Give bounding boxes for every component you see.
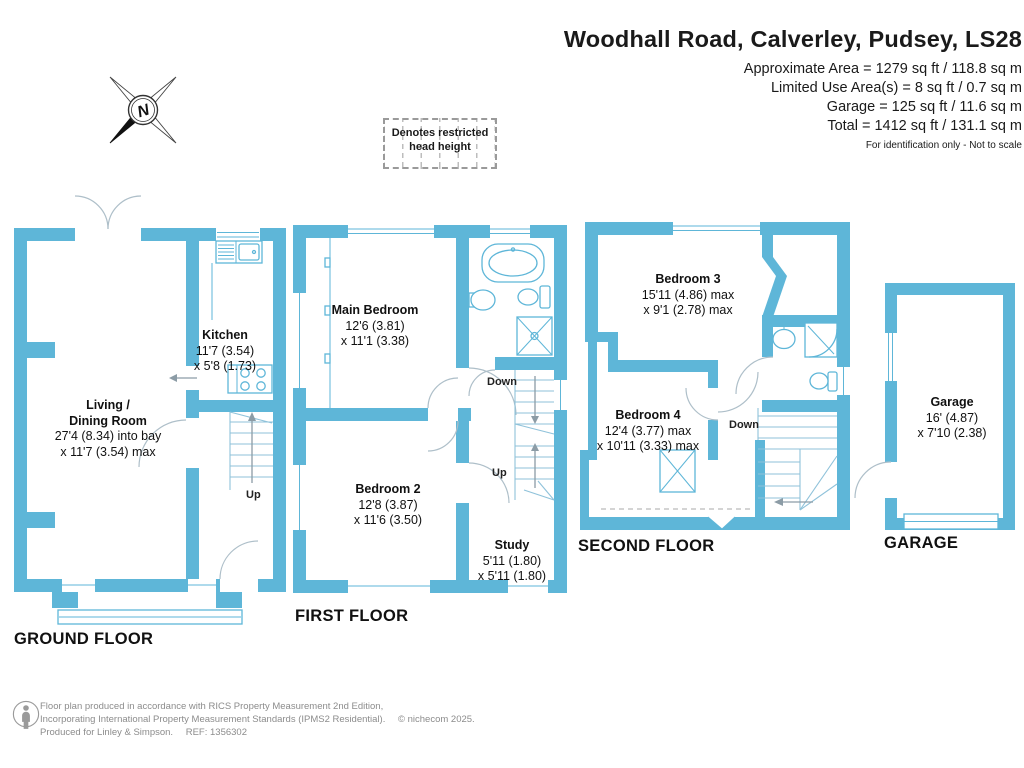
corner-shower-icon	[804, 322, 838, 358]
bedroom2-label: Bedroom 2 12'8 (3.87) x 11'6 (3.50)	[313, 482, 463, 529]
living-dining-room-label: Living / Dining Room 27'4 (8.34) into ba…	[28, 398, 188, 460]
room-name: Study	[494, 538, 530, 552]
kitchen-label: Kitchen 11'7 (3.54) x 5'8 (1.73)	[180, 328, 270, 375]
limited-use-area: Limited Use Area(s) = 8 sq ft / 0.7 sq m	[770, 80, 1022, 96]
footer: Floor plan produced in accordance with R…	[12, 698, 475, 738]
stairs-up-label: Up	[492, 467, 507, 479]
second-walls	[580, 222, 850, 530]
room-dim: x 11'6 (3.50)	[353, 513, 423, 527]
footer-copyright: © nichecom 2025.	[397, 714, 475, 725]
first-openings	[293, 225, 567, 593]
room-dim: 12'8 (3.87)	[358, 497, 418, 512]
sink-icon	[772, 327, 796, 350]
bathtub-icon	[481, 243, 545, 283]
room-dim: 12'4 (3.77) max	[604, 423, 692, 438]
staircase	[229, 411, 273, 490]
room-name: Dining Room	[69, 413, 147, 428]
bedroom3-label: Bedroom 3 15'11 (4.86) max x 9'1 (2.78) …	[613, 272, 763, 319]
garage-openings	[885, 333, 897, 381]
room-dim: 11'7 (3.54)	[195, 343, 255, 358]
sink-drainer-icon	[215, 240, 263, 264]
main-bedroom-label: Main Bedroom 12'6 (3.81) x 11'1 (3.38)	[300, 303, 450, 350]
footer-standards: Incorporating International Property Mea…	[40, 714, 386, 725]
room-dim: x 9'1 (2.78) max	[643, 303, 733, 317]
person-icon	[12, 700, 40, 729]
restricted-head-height-legend: Denotes restricted head height	[383, 118, 497, 169]
room-name: Bedroom 2	[355, 482, 421, 496]
ground-floor-plan	[14, 195, 286, 625]
garage-label: Garage 16' (4.87) x 7'10 (2.38)	[877, 395, 1024, 442]
wardrobe-line	[324, 238, 331, 408]
door-arcs	[685, 356, 774, 421]
stairs-up-label: Up	[246, 489, 261, 501]
staircase	[757, 408, 838, 511]
room-dim: x 7'10 (2.38)	[917, 426, 987, 440]
stairs-down-label: Down	[729, 419, 759, 431]
total-area: Total = 1412 sq ft / 131.1 sq m	[827, 118, 1022, 134]
room-dim: x 10'11 (3.33) max	[596, 439, 700, 453]
room-name: Kitchen	[202, 328, 248, 342]
room-name: Bedroom 4	[615, 408, 681, 422]
toilet-icon	[809, 371, 838, 392]
room-name: Main Bedroom	[331, 303, 419, 317]
first-floor-plan	[293, 225, 567, 593]
room-dim: x 11'7 (3.54) max	[60, 444, 156, 459]
room-dim: 5'11 (1.80)	[482, 553, 542, 568]
door-arc	[854, 461, 892, 499]
footer-produced-for: Produced for Linley & Simpson.	[40, 727, 174, 738]
compass-north-letter: N	[135, 101, 152, 121]
entrance-door-arc	[219, 540, 259, 580]
skylight	[659, 449, 696, 493]
scale-disclaimer: For identification only - Not to scale	[865, 140, 1022, 151]
page-title: Woodhall Road, Calverley, Pudsey, LS28	[563, 26, 1022, 52]
french-doors	[74, 195, 142, 230]
ground-openings	[62, 228, 260, 592]
garage-door	[903, 513, 999, 530]
room-name: Living /	[86, 398, 130, 412]
passage-arrow	[169, 374, 197, 382]
second-floor-plan	[580, 222, 850, 530]
legend-text: Denotes restricted head height	[391, 127, 489, 153]
garage-plan	[854, 283, 1015, 530]
staircase	[514, 370, 555, 501]
compass-north-icon: N	[109, 76, 177, 144]
room-name: Bedroom 3	[655, 272, 721, 286]
door-arc	[138, 419, 187, 468]
shower-icon	[516, 316, 553, 356]
footer-ref: REF: 1356302	[185, 727, 247, 738]
sink-icon	[468, 289, 496, 311]
hob-icon	[227, 364, 273, 394]
ground-floor-title: GROUND FLOOR	[14, 630, 154, 648]
room-dim: x 5'8 (1.73)	[193, 359, 257, 373]
approximate-area: Approximate Area = 1279 sq ft / 118.8 sq…	[743, 61, 1022, 77]
footer-line2: Incorporating International Property Mea…	[40, 713, 680, 726]
room-dim: 16' (4.87)	[925, 410, 979, 425]
toilet-icon	[517, 285, 551, 309]
first-floor-title: FIRST FLOOR	[295, 607, 409, 625]
garage-area: Garage = 125 sq ft / 11.6 sq m	[826, 99, 1022, 115]
footer-line3: Produced for Linley & Simpson. REF: 1356…	[40, 726, 680, 739]
footer-text: Floor plan produced in accordance with R…	[40, 700, 680, 739]
header: Woodhall Road, Calverley, Pudsey, LS28 A…	[564, 26, 1022, 151]
room-name: Garage	[930, 395, 974, 409]
study-label: Study 5'11 (1.80) x 5'11 (1.80)	[452, 538, 572, 585]
room-dim: x 11'1 (3.38)	[340, 334, 410, 348]
footer-line1: Floor plan produced in accordance with R…	[40, 701, 384, 712]
bay-window	[57, 609, 243, 625]
stairs-down-label: Down	[487, 376, 517, 388]
second-floor-title: SECOND FLOOR	[578, 537, 715, 555]
bedroom4-label: Bedroom 4 12'4 (3.77) max x 10'11 (3.33)…	[573, 408, 723, 455]
area-summary: Approximate Area = 1279 sq ft / 118.8 sq…	[564, 60, 1022, 135]
room-dim: 27'4 (8.34) into bay	[54, 429, 162, 443]
room-dim: 15'11 (4.86) max	[641, 287, 735, 302]
second-openings	[673, 222, 850, 530]
room-dim: x 5'11 (1.80)	[477, 569, 547, 583]
garage-title: GARAGE	[884, 534, 959, 552]
room-dim: 12'6 (3.81)	[345, 318, 405, 333]
